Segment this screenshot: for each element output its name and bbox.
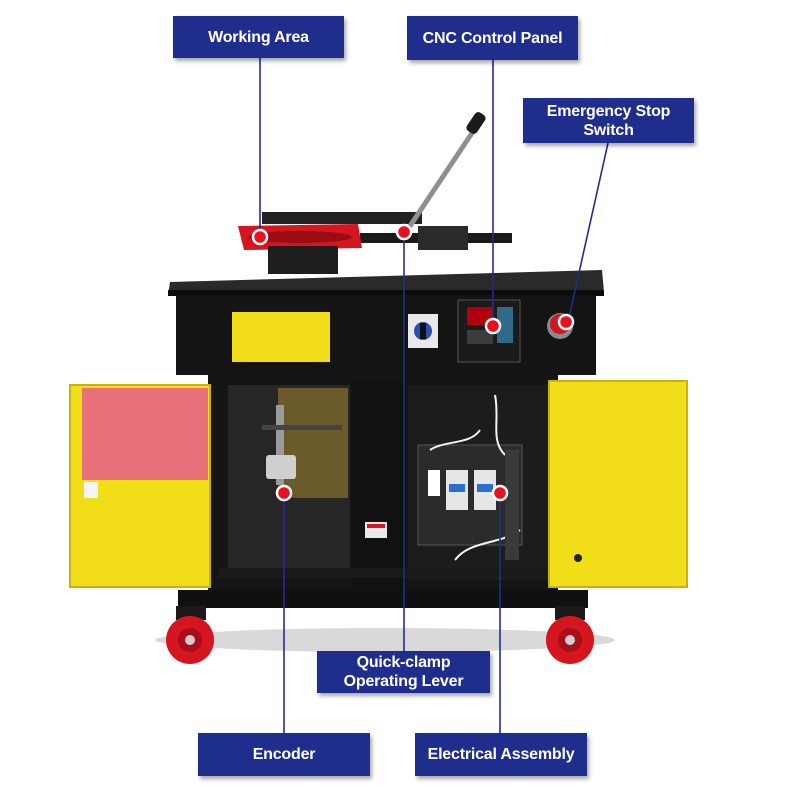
yellow-front-plate <box>232 312 330 362</box>
right-door <box>548 380 688 588</box>
lever-handle-rod <box>407 121 481 229</box>
left-caster <box>166 606 214 664</box>
left-cabinet-back-panel <box>278 388 348 498</box>
label-quick-clamp-operating-lever: Quick-clamp Operating Lever <box>317 651 490 693</box>
label-encoder: Encoder <box>198 733 370 776</box>
leader-emergency-stop <box>567 142 609 323</box>
left-door-red-panel <box>82 388 208 480</box>
fuse-holder <box>428 470 440 496</box>
control-panel-buttons <box>467 330 493 344</box>
die-mount <box>268 246 338 274</box>
label-working-area-text: Working Area <box>208 28 309 46</box>
contactor-right-label <box>477 484 493 492</box>
red-dot-marker-icon <box>491 484 509 502</box>
red-dot-marker-icon <box>395 223 413 241</box>
label-cnc-control-panel-text: CNC Control Panel <box>422 29 563 47</box>
label-quick-clamp-operating-lever-text: Quick-clamp Operating Lever <box>343 654 464 690</box>
red-dot-marker-icon <box>251 228 269 246</box>
left-door-latch <box>84 482 98 498</box>
base-crossbar <box>218 568 548 578</box>
rotary-switch-handle <box>420 323 426 339</box>
encoder-shaft <box>276 405 284 485</box>
encoder-body <box>266 455 296 479</box>
callout-markers <box>251 223 575 502</box>
cable-duct <box>505 450 519 560</box>
table-top-edge <box>168 290 604 296</box>
red-dot-marker-icon <box>275 484 293 502</box>
base-frame <box>178 590 588 608</box>
lever-grip <box>466 112 486 134</box>
center-warning-sticker-red <box>367 524 385 528</box>
contactor-left-label <box>449 484 465 492</box>
label-working-area: Working Area <box>173 16 344 58</box>
encoder-chain <box>262 425 342 430</box>
label-electrical-assembly: Electrical Assembly <box>415 733 587 776</box>
right-caster <box>546 606 594 664</box>
leader-lines <box>259 58 609 733</box>
bending-die-groove <box>248 231 352 243</box>
label-electrical-assembly-text: Electrical Assembly <box>427 746 575 763</box>
table-top-plate <box>168 270 604 296</box>
bending-arm <box>262 212 422 224</box>
red-dot-marker-icon <box>557 313 575 331</box>
center-column <box>352 380 404 605</box>
clamp-block <box>418 226 468 250</box>
label-emergency-stop-switch: Emergency Stop Switch <box>523 98 694 143</box>
label-cnc-control-panel: CNC Control Panel <box>407 16 578 60</box>
red-dot-marker-icon <box>484 317 502 335</box>
control-panel-keys <box>497 307 513 343</box>
label-encoder-text: Encoder <box>252 746 316 763</box>
control-panel-display <box>467 307 493 325</box>
right-door-lock <box>574 554 582 562</box>
label-emergency-stop-switch-text: Emergency Stop Switch <box>546 102 671 139</box>
